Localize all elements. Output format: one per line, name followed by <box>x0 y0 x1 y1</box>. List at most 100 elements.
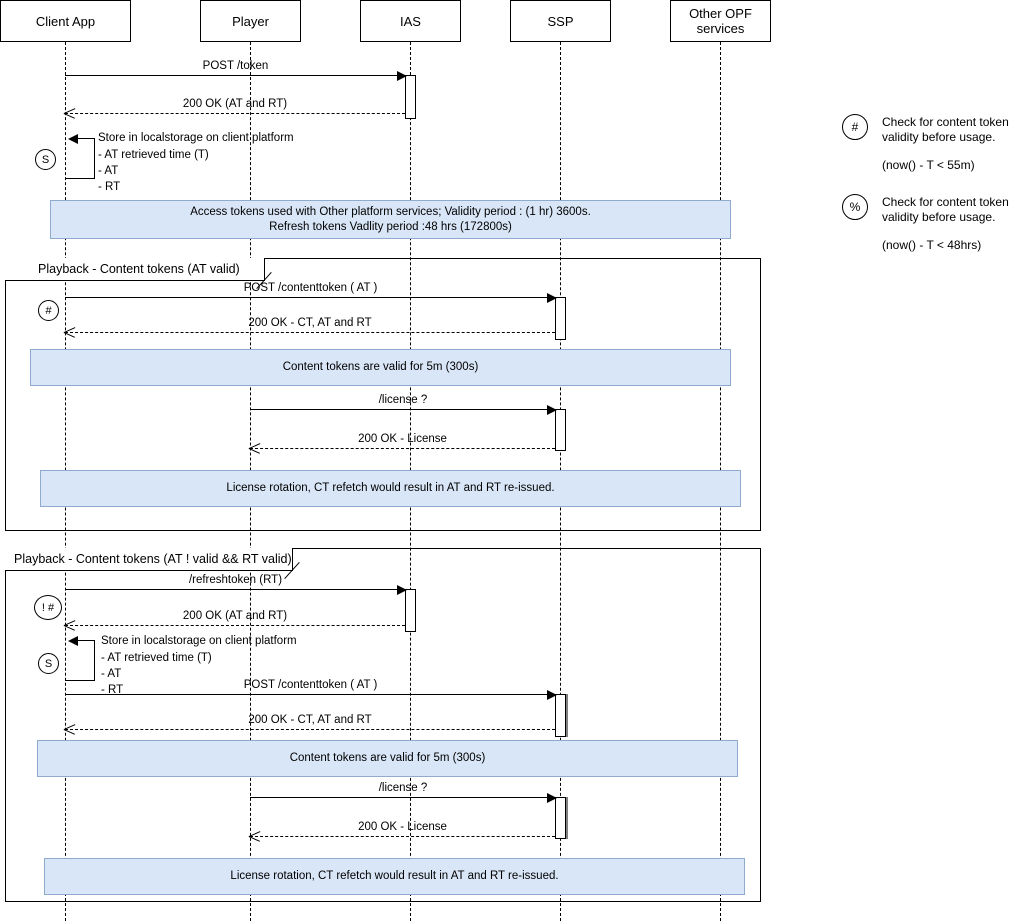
arrowhead-left-open-icon <box>64 326 75 338</box>
participant-ias[interactable]: IAS <box>360 0 461 42</box>
message-label: 200 OK - CT, AT and RT <box>248 714 372 726</box>
self-msg-line-3: - RT <box>101 684 124 696</box>
legend-percent-line-3: (now() - T < 48hrs) <box>882 238 982 252</box>
message-label: /refreshtoken (RT) <box>188 574 283 586</box>
self-msg-line-3: - RT <box>98 181 121 193</box>
note-text: Content tokens are valid for 5m (300s) <box>282 361 479 373</box>
activation-ssp-contenttoken-2 <box>555 694 566 737</box>
message-line <box>65 729 555 730</box>
message-line <box>250 409 556 410</box>
self-msg-bottom-segment <box>65 178 95 180</box>
arrowhead-left-open-icon <box>64 107 75 119</box>
arrowhead-right-icon <box>397 584 407 595</box>
participant-label: Client App <box>35 13 96 29</box>
arrowhead-right-icon <box>547 792 557 803</box>
arrowhead-right-icon <box>547 404 557 415</box>
note-text: License rotation, CT refetch would resul… <box>226 482 555 494</box>
participant-ssp[interactable]: SSP <box>510 0 611 42</box>
participant-label: SSP <box>547 13 574 29</box>
legend-marker-percent-icon: % <box>842 194 868 220</box>
self-msg-line-1: - AT retrieved time (T) <box>101 652 212 664</box>
participant-label: Player <box>232 13 269 29</box>
self-msg-line-2: - AT <box>98 165 119 177</box>
legend-percent-line-2: validity before usage. <box>882 210 996 224</box>
message-line <box>250 448 555 449</box>
arrowhead-left-open-icon <box>249 830 260 842</box>
note-line-1: Access tokens used with Other platform s… <box>190 205 591 218</box>
marker-label: ! # <box>41 601 55 614</box>
marker-hash-1: # <box>38 300 59 321</box>
note-license-rotation-2: License rotation, CT refetch would resul… <box>44 858 745 895</box>
message-line <box>65 75 406 76</box>
activation-ias-token <box>405 75 416 119</box>
self-msg-right-segment <box>93 640 95 681</box>
note-access-tokens: Access tokens used with Other platform s… <box>50 200 731 239</box>
arrowhead-left-open-icon <box>64 723 75 735</box>
message-label: POST /contenttoken ( AT ) <box>243 679 378 691</box>
self-message-store-localstorage-2[interactable] <box>65 635 95 685</box>
message-label: 200 OK - CT, AT and RT <box>248 317 372 329</box>
fragment-1-label: Playback - Content tokens (AT valid) <box>38 262 240 276</box>
arrowhead-left-open-icon <box>249 442 260 454</box>
self-msg-top-segment <box>75 138 95 140</box>
participant-label: IAS <box>400 13 421 29</box>
activation-ssp-license-1 <box>555 409 566 451</box>
marker-not-hash: ! # <box>34 595 62 620</box>
message-label: POST /contenttoken ( AT ) <box>243 282 378 294</box>
activation-ssp-license-2 <box>555 797 566 839</box>
message-label: 200 OK (AT and RT) <box>182 98 288 110</box>
fragment-2-tab <box>5 548 293 571</box>
activation-ias-refreshtoken <box>405 589 416 632</box>
marker-store-2: S <box>38 653 59 674</box>
note-text: Content tokens are valid for 5m (300s) <box>289 752 486 764</box>
note-license-rotation-1: License rotation, CT refetch would resul… <box>40 470 741 507</box>
message-line <box>65 297 556 298</box>
message-line <box>65 332 555 333</box>
self-msg-line-1: - AT retrieved time (T) <box>98 149 209 161</box>
self-msg-line-2: - AT <box>101 668 122 680</box>
marker-label: S <box>44 657 53 670</box>
participant-label: Other OPF services <box>689 6 752 36</box>
message-line <box>250 797 556 798</box>
fragment-1-tab <box>5 258 265 281</box>
note-content-tokens-2: Content tokens are valid for 5m (300s) <box>37 740 738 777</box>
fragment-playback-at-invalid-rt-valid <box>5 548 761 902</box>
legend-marker-symbol: # <box>851 120 859 134</box>
marker-label: S <box>41 153 50 166</box>
message-label: /license ? <box>378 394 428 406</box>
arrowhead-right-icon <box>547 292 557 303</box>
message-label: 200 OK - License <box>358 821 447 833</box>
self-msg-title: Store in localstorage on client platform <box>101 635 297 647</box>
arrowhead-left-open-icon <box>64 619 75 631</box>
self-message-store-localstorage-1[interactable] <box>65 133 95 183</box>
legend-marker-hash-icon: # <box>842 114 868 140</box>
legend-hash-line-1: Check for content token <box>882 115 1009 129</box>
note-text: License rotation, CT refetch would resul… <box>230 870 559 882</box>
note-content-tokens-1: Content tokens are valid for 5m (300s) <box>30 349 731 386</box>
legend-marker-symbol: % <box>849 200 861 214</box>
arrowhead-left-icon <box>68 133 78 144</box>
participant-client-app[interactable]: Client App <box>0 0 131 42</box>
marker-store-1: S <box>35 149 56 170</box>
legend-hash-line-3: (now() - T < 55m) <box>882 158 975 172</box>
note-line-2: Refresh tokens Vadlity period :48 hrs (1… <box>269 220 512 233</box>
legend-percent-line-1: Check for content token <box>882 195 1009 209</box>
self-msg-top-segment <box>75 640 95 642</box>
message-line <box>65 113 405 114</box>
arrowhead-left-icon <box>68 635 78 646</box>
marker-label: # <box>45 304 52 317</box>
legend-hash-line-2: validity before usage. <box>882 130 996 144</box>
message-label: POST /token <box>202 60 269 72</box>
fragment-playback-at-valid <box>5 258 761 531</box>
message-line <box>65 589 406 590</box>
participant-other-opf-services[interactable]: Other OPF services <box>670 0 771 42</box>
message-line <box>65 625 405 626</box>
message-line <box>250 836 555 837</box>
participant-player[interactable]: Player <box>200 0 301 42</box>
message-label: /license ? <box>378 782 428 794</box>
activation-ssp-contenttoken-1 <box>555 297 566 340</box>
self-msg-title: Store in localstorage on client platform <box>98 132 294 144</box>
message-label: 200 OK (AT and RT) <box>182 610 288 622</box>
self-msg-bottom-segment <box>65 680 95 682</box>
